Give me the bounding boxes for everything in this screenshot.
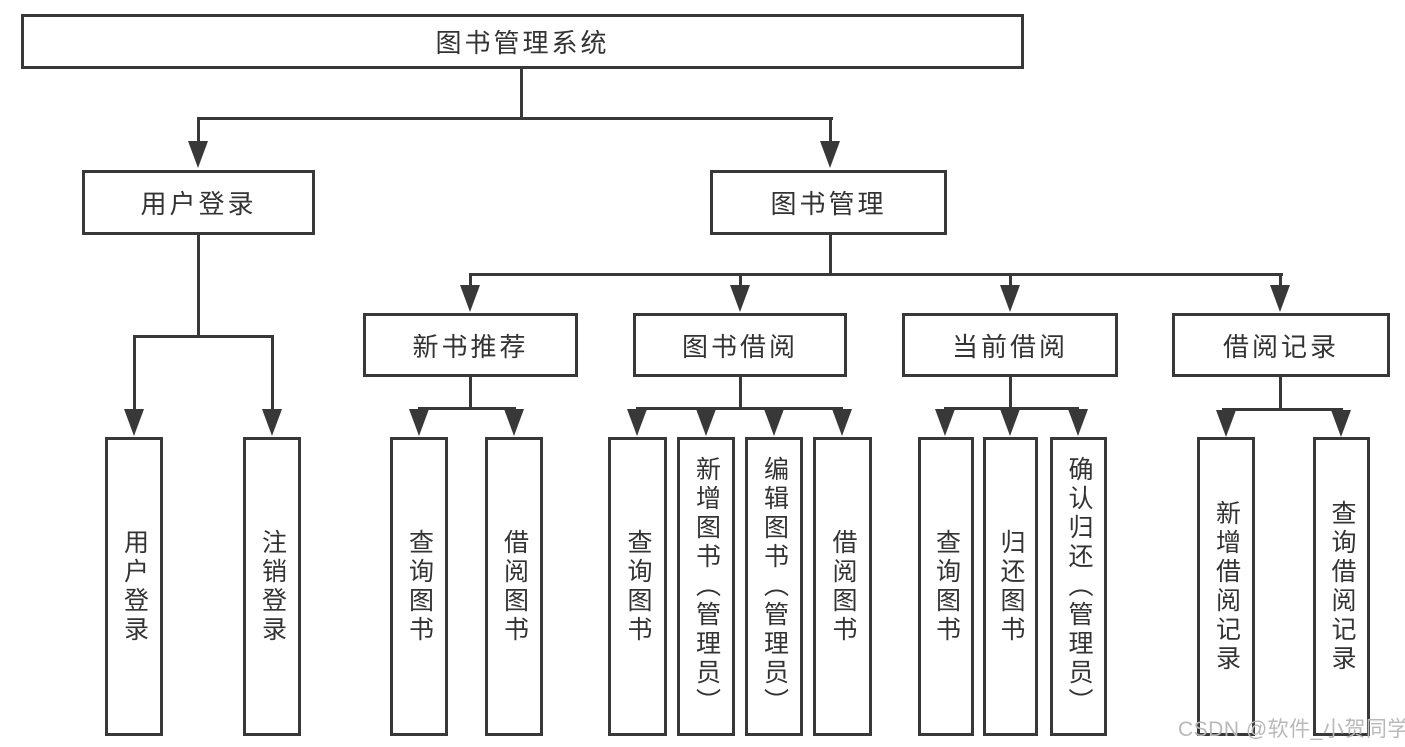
leaf-nb-query-books: 查询图书 [390,437,448,736]
node-new-book-recommend: 新书推荐 [363,313,578,377]
node-borrowing-records: 借阅记录 [1172,313,1390,377]
arrow-to-br-query [1331,410,1351,437]
leaf-br-query-record: 查询借阅记录 [1313,437,1370,736]
connector-drop-current-borrow [1009,275,1012,287]
arrow-to-book-mgmt [820,141,840,168]
connector-drop-user-login [197,119,200,145]
node-current-borrowing: 当前借阅 [902,313,1118,377]
arrow-to-cb-query [935,409,955,436]
connector-bookmgmt-stem [829,235,832,275]
leaf-cb-query-books: 查询图书 [918,437,974,736]
leaf-logout: 注销登录 [243,437,301,736]
arrow-to-book-borrow [730,285,750,312]
connector-userlogin-stem [197,235,200,337]
arrow-to-cb-return [1000,409,1020,436]
connector-root-bus [197,117,833,120]
connector-records-bus [1222,408,1343,411]
arrow-to-user-login [188,141,208,168]
leaf-user-login: 用户登录 [105,437,163,736]
leaf-bb-add-books-admin: 新增图书（管理员） [677,437,735,736]
arrow-to-bb-query [627,409,647,436]
connector-bookmgmt-bus [469,273,1283,276]
leaf-bb-borrow-books: 借阅图书 [813,437,872,736]
leaf-cb-return-books: 归还图书 [983,437,1038,736]
connector-drop-leaf-logout [271,337,274,411]
arrow-to-br-add [1216,410,1236,437]
arrow-to-bb-add [696,409,716,436]
connector-drop-book-borrow [739,275,742,287]
node-root-library-system: 图书管理系统 [21,14,1024,69]
arrow-to-current-borrow [1000,285,1020,312]
leaf-nb-borrow-books: 借阅图书 [485,437,543,736]
connector-newbooks-bus [418,407,516,410]
connector-currentborrow-stem [1009,377,1012,410]
connector-records-stem [1279,377,1282,411]
connector-bookborrow-stem [739,377,742,410]
arrow-to-nb-borrow [504,409,524,436]
csdn-watermark: CSDN @软件_小贺同学 [1178,718,1405,741]
arrow-to-nb-query [409,409,429,436]
connector-newbooks-stem [469,377,472,410]
node-user-login: 用户登录 [82,170,315,235]
connector-drop-borrow-records [1279,275,1282,287]
connector-userlogin-bus [133,335,274,338]
arrow-to-cb-confirm [1068,409,1088,436]
leaf-cb-confirm-return-admin: 确认归还（管理员） [1050,437,1107,736]
arrow-to-bb-borrow [832,409,852,436]
connector-drop-book-mgmt [829,119,832,145]
leaf-bb-edit-books-admin: 编辑图书（管理员） [745,437,803,736]
node-book-borrowing: 图书借阅 [633,313,847,377]
arrow-to-bb-edit [764,409,784,436]
connector-drop-leaf-login [133,337,136,411]
leaf-bb-query-books: 查询图书 [608,437,667,736]
connector-root-stem [520,68,523,120]
node-book-management: 图书管理 [710,170,947,235]
connector-drop-new-books [469,275,472,287]
leaf-br-add-record: 新增借阅记录 [1197,437,1255,736]
arrow-to-leaf-login [124,409,144,436]
connector-currentborrow-bus [944,407,1079,410]
connector-bookborrow-bus [636,407,843,410]
arrow-to-leaf-logout [262,409,282,436]
arrow-to-borrow-records [1270,285,1290,312]
arrow-to-new-books [460,285,480,312]
